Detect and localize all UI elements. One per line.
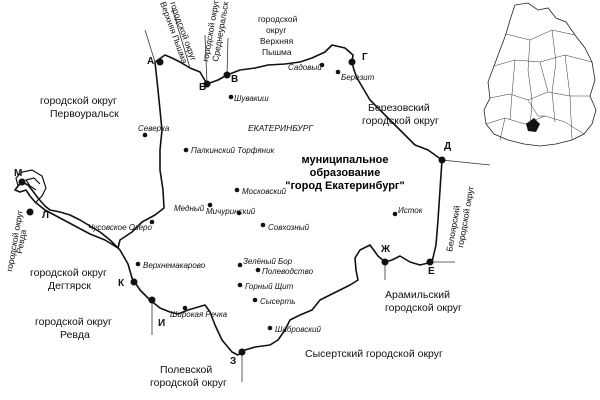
city-label: ЕКАТЕРИНБУРГ: [248, 123, 314, 133]
marker-m: М: [14, 168, 22, 179]
region-pervouralsk-1: городской округ: [40, 95, 117, 107]
place-moskovsky: Московский: [242, 187, 287, 196]
region-revda-2: Ревда: [60, 329, 90, 341]
municipality-boundary: [14, 44, 443, 356]
region-vpyshma-top-2: округ: [266, 25, 286, 35]
place-sysert: Сысерть: [260, 297, 295, 306]
municipality-line1: муниципальное: [301, 154, 388, 166]
region-berezovsky-2: городской округ: [362, 115, 439, 127]
place-severka: Северка: [138, 124, 170, 133]
region-berezovsky-1: Березовский: [368, 102, 430, 114]
place-michurinsky: Мичуринский: [206, 207, 256, 216]
region-pervouralsk-2: Первоуральск: [50, 108, 119, 120]
marker-a: А: [147, 56, 154, 67]
place-istok: Исток: [398, 206, 424, 215]
sverdlovsk-oblast-inset-map-icon: [483, 2, 597, 147]
marker-i: И: [158, 318, 165, 329]
region-vpyshma-top-1: городской: [258, 14, 298, 24]
region-sysert: Сысертский городской округ: [305, 348, 443, 360]
marker-z: З: [230, 356, 236, 367]
marker-v: В: [231, 74, 238, 85]
place-shabrovsky: Шабровский: [275, 325, 321, 334]
region-degtyarsk-2: Дегтярск: [48, 280, 91, 292]
region-aramil-2: городской округ: [385, 302, 462, 314]
marker-zh: Ж: [380, 244, 391, 255]
place-sovkhozny: Совхозный: [268, 223, 310, 232]
region-polevskoy-1: Полевской: [160, 364, 212, 376]
place-palkino: Палкинский Торфяник: [191, 146, 276, 155]
region-revda-1: городской округ: [35, 316, 112, 328]
region-aramil-1: Арамильский: [385, 289, 450, 301]
place-chusovskoe: Чусовское Озеро: [88, 223, 152, 232]
region-vpyshma-top-3: Верхняя: [260, 36, 294, 46]
marker-e: Е: [428, 266, 435, 277]
place-berezit: Березит: [341, 73, 375, 82]
place-gorny-shchit: Горный Щит: [245, 282, 294, 291]
marker-g: Г: [362, 52, 368, 63]
municipality-line3: "город Екатеринбург": [285, 180, 404, 192]
place-zeleny-bor: Зелёный Бор: [243, 257, 293, 266]
place-verkhnemakarovo: Верхнемакарово: [143, 261, 206, 270]
marker-b: Б: [199, 82, 206, 93]
place-shirokaya: Широкая Речка: [170, 310, 228, 319]
region-revda-left-2: Ревда: [14, 229, 28, 255]
marker-l: Л: [42, 210, 49, 221]
municipality-line2: образование: [310, 167, 381, 179]
place-sadovy: Садовый: [288, 63, 322, 72]
region-degtyarsk-1: городской округ: [30, 267, 107, 279]
marker-k: К: [118, 278, 125, 289]
region-polevskoy-2: городской округ: [150, 377, 227, 389]
place-polevodstvo: Полеводство: [262, 267, 314, 276]
place-shuvakish: Шувакиш: [234, 94, 269, 103]
region-vpyshma-top-4: Пышма: [262, 47, 292, 57]
marker-d: Д: [444, 141, 451, 152]
place-medny: Медный: [174, 204, 205, 213]
